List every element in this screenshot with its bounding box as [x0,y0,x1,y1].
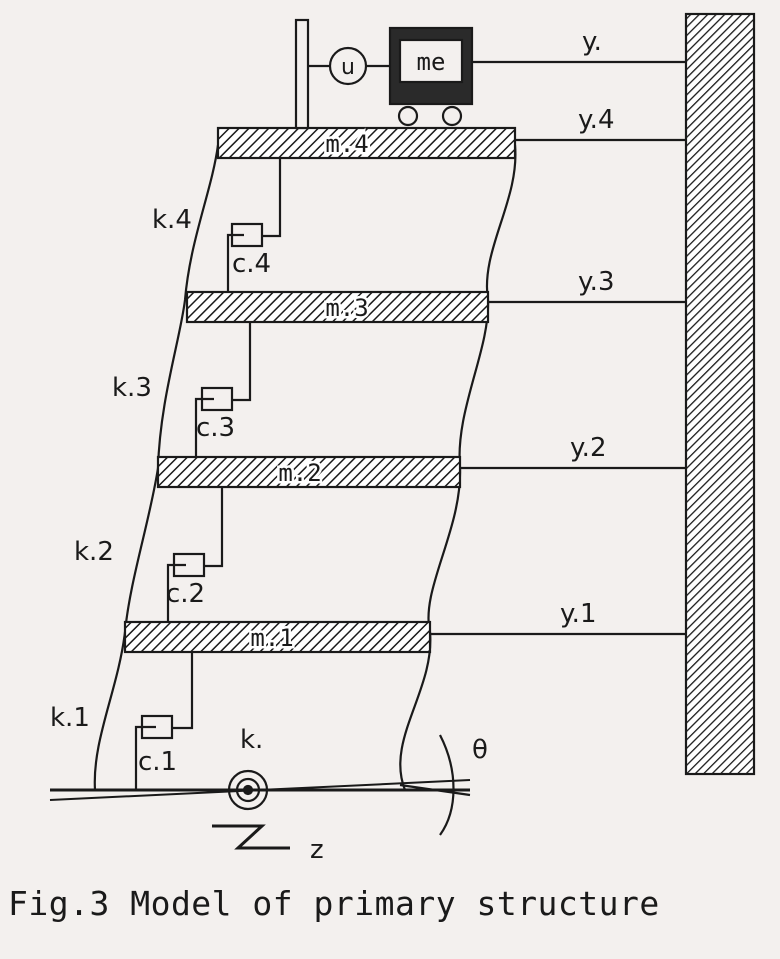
label-y4: y.4 [578,105,615,135]
structure-diagram: m.4 m.3 m.2 m.1 me u y. y.4 y.3 y.2 y.1 … [49,12,756,865]
label-y2: y.2 [570,433,607,463]
reference-wall [684,12,756,776]
label-me: me [417,48,446,76]
label-ke: k. [240,725,263,755]
label-m2: m.2 [278,459,321,487]
label-c3: c.3 [196,413,235,443]
label-c4: c.4 [232,249,271,279]
label-y1: y.1 [560,599,597,629]
label-k1: k.1 [50,703,90,733]
label-c2: c.2 [166,579,205,609]
damper-2 [166,487,224,622]
label-k4: k.4 [152,205,192,235]
floor-slab-1 [123,620,432,654]
floor-slab-3 [185,290,490,324]
floor-slab-4 [216,126,517,160]
label-z: z [310,835,324,865]
damper-4 [226,158,282,292]
label-k3: k.3 [112,373,152,403]
wheel-right [441,105,463,127]
label-ye: y. [582,27,602,57]
label-y3: y.3 [578,267,615,297]
theta-arc [439,734,455,836]
label-u: u [341,55,355,80]
label-m1: m.1 [250,624,293,652]
wheel-left [397,105,419,127]
damper-3 [194,322,252,457]
rotational-spring [227,769,269,811]
label-c1: c.1 [138,747,177,777]
damper-1 [134,652,194,790]
label-k2: k.2 [74,537,114,567]
floor-slab-2 [156,455,462,489]
label-m3: m.3 [325,294,368,322]
z-arrow [212,824,290,850]
label-theta: θ [472,735,488,765]
label-m4: m.4 [325,130,368,158]
roof-mast [294,18,310,130]
figure-caption: Fig.3 Model of primary structure [8,884,660,923]
